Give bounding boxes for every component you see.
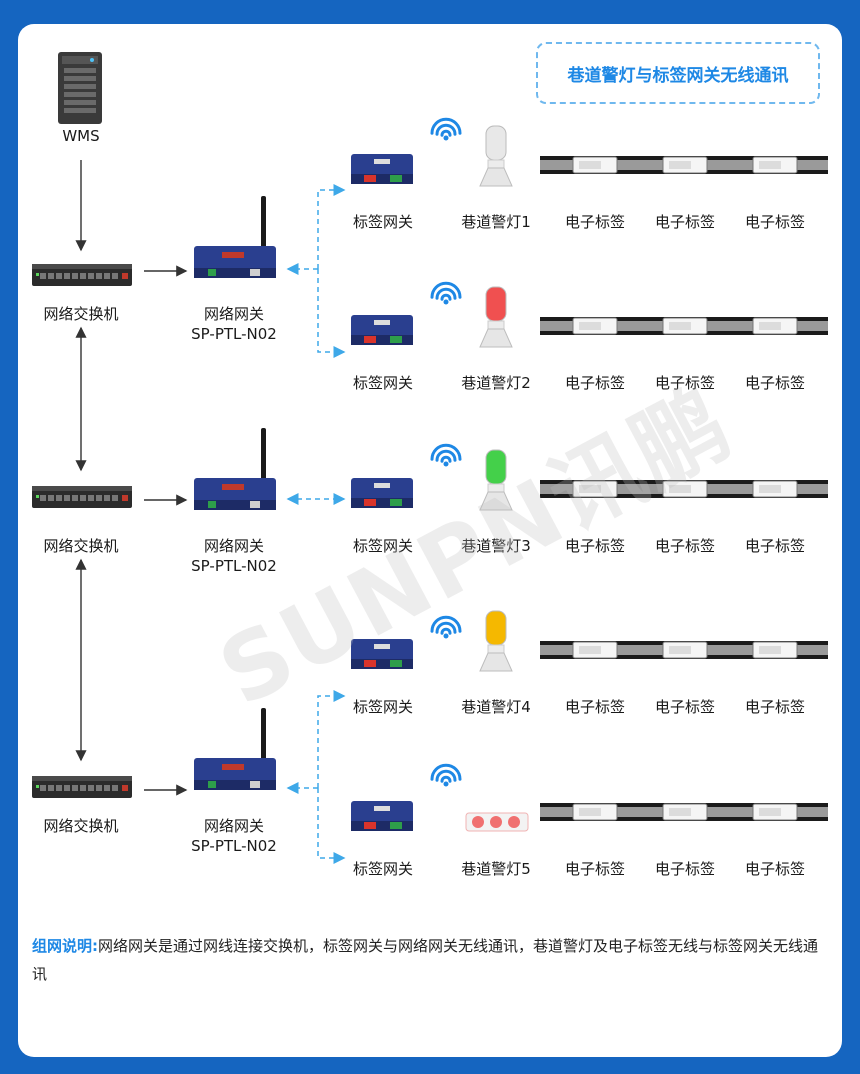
etag-label-4a: 电子标签 <box>564 698 626 716</box>
electronic-tag-icon-4-3 <box>752 641 798 659</box>
switch-label-2: 网络交换机 <box>43 537 119 555</box>
tag-gateway-label-2: 标签网关 <box>352 374 414 392</box>
electronic-tag-icon-2-2 <box>662 317 708 335</box>
switch-label-1: 网络交换机 <box>43 305 119 323</box>
server-icon <box>58 52 102 124</box>
electronic-tag-icon-4-2 <box>662 641 708 659</box>
wireless-link-gw3-tag5 <box>317 788 346 864</box>
electronic-tag-icon-2-1 <box>572 317 618 335</box>
switch-label-3: 网络交换机 <box>43 817 119 835</box>
gateway-label-3a: 网络网关 <box>203 817 265 835</box>
wifi-icon-2 <box>430 281 462 305</box>
etag-label-3b: 电子标签 <box>654 537 716 555</box>
network-note: 组网说明:网络网关是通过网线连接交换机，标签网关与网络网关无线通讯，巷道警灯及电… <box>32 932 832 988</box>
note-label: 组网说明: <box>32 937 98 955</box>
wifi-icon-4 <box>430 615 462 639</box>
wms-label: WMS <box>62 127 100 145</box>
etag-label-5c: 电子标签 <box>744 860 806 878</box>
tag-gateway-label-3: 标签网关 <box>352 537 414 555</box>
wifi-icon-1 <box>430 117 462 141</box>
warning-light-icon-2 <box>479 286 513 348</box>
electronic-tag-icon-5-2 <box>662 803 708 821</box>
electronic-tag-icon-1-2 <box>662 156 708 174</box>
etag-label-3c: 电子标签 <box>744 537 806 555</box>
etag-label-2c: 电子标签 <box>744 374 806 392</box>
note-text: 网络网关是通过网线连接交换机，标签网关与网络网关无线通讯，巷道警灯及电子标签无线… <box>32 937 819 983</box>
tag-gateway-icon-1 <box>351 154 413 184</box>
wifi-icon-5 <box>430 763 462 787</box>
shelf-rail-1 <box>540 156 828 174</box>
tag-gateway-label-4: 标签网关 <box>352 698 414 716</box>
shelf-rail-3 <box>540 480 828 498</box>
switch-icon-1 <box>32 264 132 286</box>
tag-gateway-icon-4 <box>351 639 413 669</box>
tag-gateway-label-1: 标签网关 <box>352 213 414 231</box>
electronic-tag-icon-1-1 <box>572 156 618 174</box>
tag-gateway-label-5: 标签网关 <box>352 860 414 878</box>
warning-light-icon-4 <box>479 610 513 672</box>
etag-label-4b: 电子标签 <box>654 698 716 716</box>
tag-gateway-icon-5 <box>351 801 413 831</box>
light-label-4: 巷道警灯4 <box>461 698 531 716</box>
electronic-tag-icon-3-1 <box>572 480 618 498</box>
wireless-link-gw1-tag2 <box>317 269 346 358</box>
diagram-title-text: 巷道警灯与标签网关无线通讯 <box>567 65 789 86</box>
shelf-rail-5 <box>540 803 828 821</box>
etag-label-1c: 电子标签 <box>744 213 806 231</box>
switch-icon-3 <box>32 776 132 798</box>
etag-label-2a: 电子标签 <box>564 374 626 392</box>
wireless-link-gw3-tag4 <box>317 690 346 788</box>
etag-label-1b: 电子标签 <box>654 213 716 231</box>
diagram-title: 巷道警灯与标签网关无线通讯 <box>536 42 820 104</box>
etag-label-5a: 电子标签 <box>564 860 626 878</box>
shelf-rail-2 <box>540 317 828 335</box>
etag-label-1a: 电子标签 <box>564 213 626 231</box>
light-label-2: 巷道警灯2 <box>461 374 531 392</box>
switch-icon-2 <box>32 486 132 508</box>
wireless-link-gw1-tag1 <box>317 184 346 269</box>
gateway-icon-3 <box>194 708 276 790</box>
gateway-icon-1 <box>194 196 276 278</box>
electronic-tag-icon-1-3 <box>752 156 798 174</box>
etag-label-4c: 电子标签 <box>744 698 806 716</box>
etag-label-3a: 电子标签 <box>564 537 626 555</box>
electronic-tag-icon-5-3 <box>752 803 798 821</box>
light-label-1: 巷道警灯1 <box>461 213 531 231</box>
etag-label-5b: 电子标签 <box>654 860 716 878</box>
electronic-tag-icon-3-3 <box>752 480 798 498</box>
diagram-card: 巷道警灯与标签网关无线通讯 WMS 网络交换机 网络交换机 网络交换机 网络网关… <box>18 24 842 1057</box>
light-label-3: 巷道警灯3 <box>461 537 531 555</box>
electronic-tag-icon-4-1 <box>572 641 618 659</box>
electronic-tag-icon-3-2 <box>662 480 708 498</box>
gateway-label-1a: 网络网关 <box>203 305 265 323</box>
light-label-5: 巷道警灯5 <box>461 860 531 878</box>
gateway-label-2b: SP-PTL-N02 <box>191 557 277 575</box>
gateway-label-3b: SP-PTL-N02 <box>191 837 277 855</box>
tag-gateway-icon-2 <box>351 315 413 345</box>
gateway-icon-2 <box>194 428 276 510</box>
electronic-tag-icon-2-3 <box>752 317 798 335</box>
network-diagram <box>32 52 828 864</box>
tag-gateway-icon-3 <box>351 478 413 508</box>
gateway-label-2a: 网络网关 <box>203 537 265 555</box>
gateway-label-1b: SP-PTL-N02 <box>191 325 277 343</box>
shelf-rail-4 <box>540 641 828 659</box>
warning-light-icon-3 <box>479 449 513 511</box>
etag-label-2b: 电子标签 <box>654 374 716 392</box>
electronic-tag-icon-5-1 <box>572 803 618 821</box>
warning-light-icon-5 <box>465 812 529 832</box>
wifi-icon-3 <box>430 443 462 467</box>
warning-light-icon-1 <box>479 125 513 187</box>
